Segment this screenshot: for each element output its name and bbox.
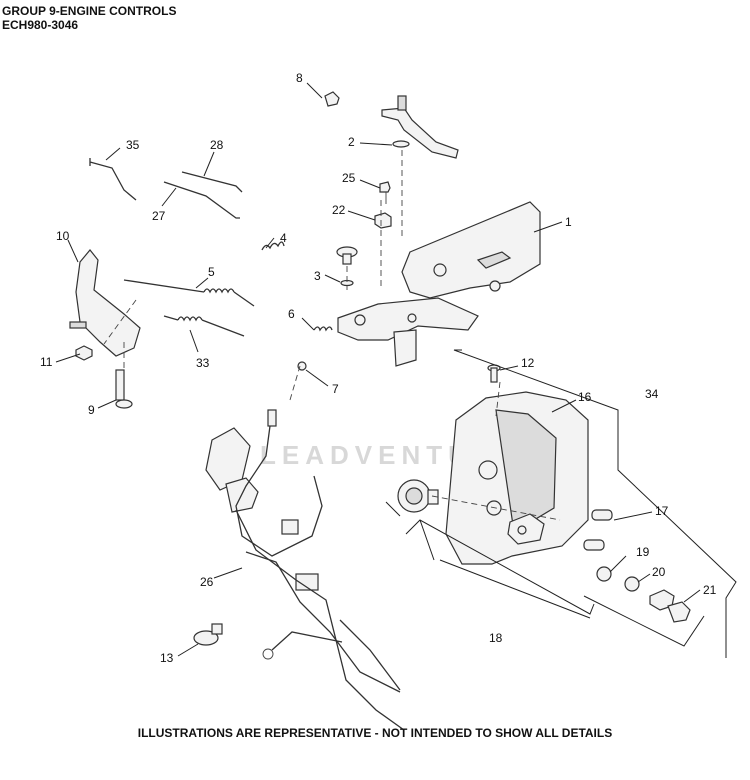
assembly-bracket-35 [453, 349, 737, 658]
callout-28: 28 [210, 138, 224, 152]
part-10-lever [69, 249, 141, 357]
callout-34: 35 [126, 138, 140, 152]
part-27-link-rod [163, 181, 240, 219]
part-34-link-rod [89, 158, 137, 201]
callout-19: 19 [636, 545, 650, 559]
part-6-spring [313, 326, 333, 332]
part-28-link-rod [181, 171, 243, 193]
part-19-washer [596, 566, 612, 582]
callout-1: 1 [565, 215, 572, 229]
part-7-screw [297, 361, 307, 371]
part-20-nut [624, 576, 640, 592]
part-22-wiring-harness [205, 409, 405, 731]
callout-21: 21 [703, 583, 717, 597]
part-18-ignition-switch [397, 479, 439, 513]
callout-9: 9 [88, 403, 95, 417]
part-2-bracket [381, 95, 459, 159]
callout-3: 3 [314, 269, 321, 283]
callout-5: 5 [208, 265, 215, 279]
part-25-clip [374, 212, 392, 229]
part-26-bolt [379, 181, 391, 204]
diagram-header: GROUP 9-ENGINE CONTROLS ECH980-3046 [2, 4, 176, 32]
part-13-screw [487, 364, 501, 383]
callout-16: 16 [578, 390, 592, 404]
callout-10: 10 [56, 229, 70, 243]
callout-17: 17 [655, 504, 669, 518]
disclaimer-footer: ILLUSTRATIONS ARE REPRESENTATIVE - NOT I… [137, 726, 613, 740]
part-8-clip [324, 91, 340, 107]
model-number: ECH980-3046 [2, 18, 79, 32]
part-21-key [649, 589, 691, 623]
part-12-clamp [193, 623, 223, 646]
leader-lines [55, 82, 701, 657]
callout-4: 4 [280, 231, 287, 245]
assembly-bracket-18 [385, 501, 595, 619]
callout-7: 7 [332, 382, 339, 396]
callout-22: 26 [200, 575, 214, 589]
callout-20: 20 [652, 565, 666, 579]
part-3-knob [336, 246, 358, 287]
callout-18: 18 [489, 631, 503, 645]
callout-35: 34 [645, 387, 659, 401]
assembly-bracket-19-21 [583, 595, 705, 647]
callout-13: 12 [521, 356, 535, 370]
part-33-spring [163, 315, 245, 337]
part-9-bolt [115, 369, 133, 409]
callout-26: 25 [342, 171, 356, 185]
callout-12: 13 [160, 651, 174, 665]
callout-8: 8 [296, 71, 303, 85]
group-title: GROUP 9-ENGINE CONTROLS [2, 4, 177, 18]
part-1-control-bracket [337, 201, 541, 367]
callout-25: 22 [332, 203, 346, 217]
callout-2: 2 [348, 135, 355, 149]
callout-6: 6 [288, 307, 295, 321]
part-5-spring [123, 279, 255, 307]
part-4-spring [261, 241, 285, 251]
part-11-nut [75, 345, 93, 361]
assembly-dashes [103, 150, 561, 521]
part-16-control-housing [445, 391, 589, 565]
callout-27: 27 [152, 209, 166, 223]
callout-11: 11 [40, 355, 53, 369]
callout-33: 33 [196, 356, 210, 370]
part-17-lamps [583, 509, 613, 551]
